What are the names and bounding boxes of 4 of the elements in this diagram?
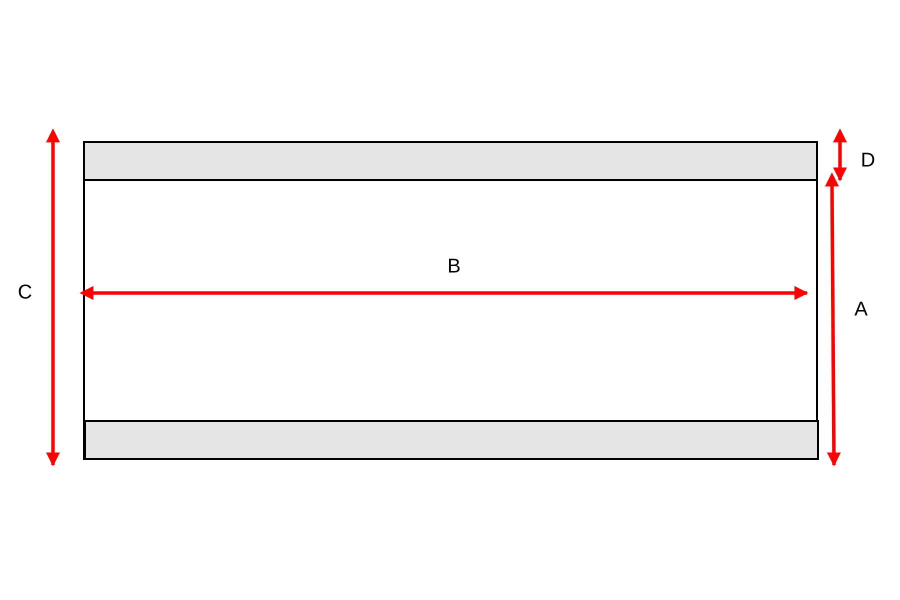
dimension-label: B	[447, 256, 461, 278]
dimension-label: D	[860, 150, 876, 172]
dimension-label: A	[854, 298, 868, 322]
dimension-label: C	[18, 282, 32, 304]
